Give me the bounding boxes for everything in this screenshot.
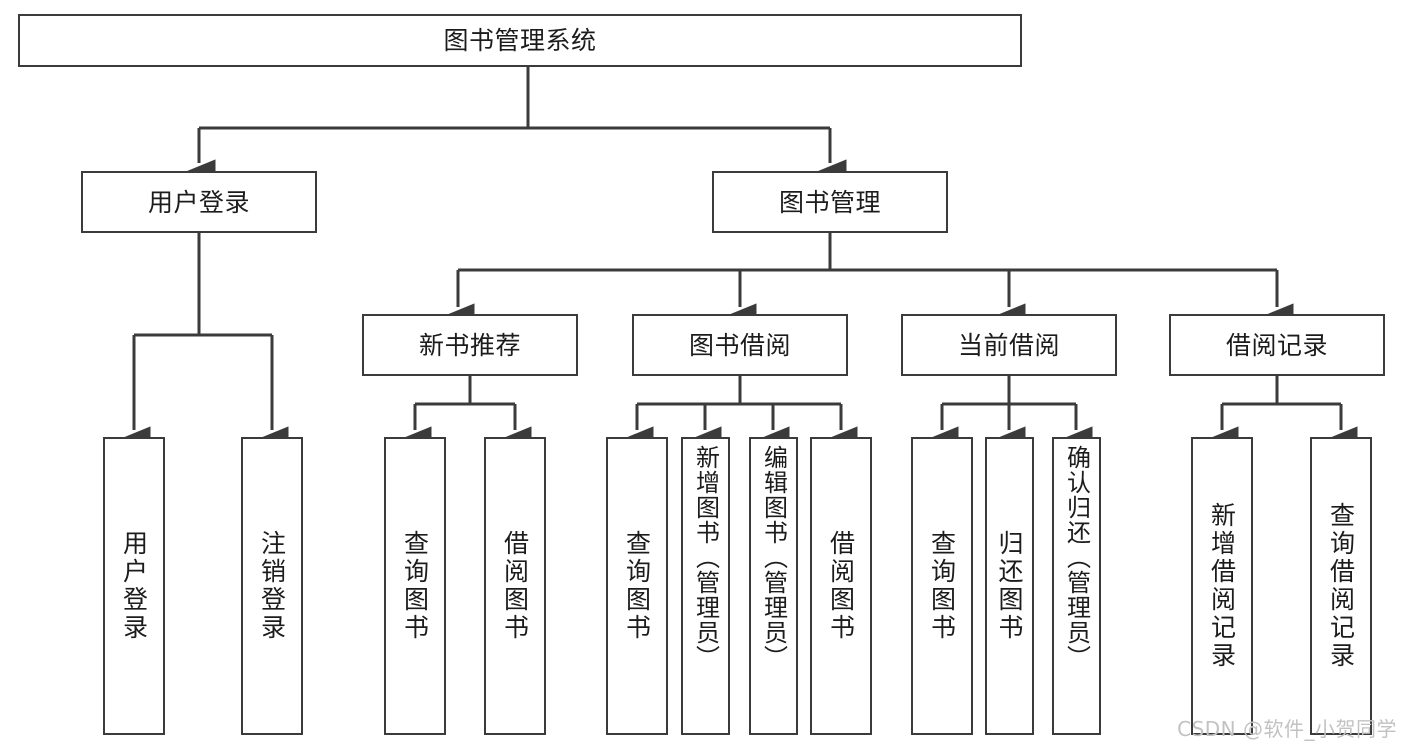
node-leaf-user-login-label: 用户登录 (119, 530, 149, 642)
node-leaf-logout[interactable]: 注销登录 (241, 437, 303, 735)
node-borrow-record-label: 借阅记录 (1225, 330, 1328, 360)
node-leaf-return-book[interactable]: 归还图书 (985, 437, 1034, 735)
node-book-management-label: 图书管理 (778, 187, 881, 217)
node-book-management[interactable]: 图书管理 (712, 171, 948, 233)
node-leaf-logout-label: 注销登录 (257, 530, 287, 642)
node-leaf-query-book-borrow-label: 查询图书 (622, 530, 652, 642)
node-new-book-recommend-label: 新书推荐 (418, 330, 521, 360)
node-root-label: 图书管理系统 (443, 26, 597, 55)
node-leaf-add-borrow-record-label: 新增借阅记录 (1207, 502, 1237, 670)
node-leaf-query-borrow-record-label: 查询借阅记录 (1326, 502, 1356, 670)
node-leaf-add-book-admin[interactable]: 新增图书（管理员） (681, 437, 730, 735)
node-new-book-recommend[interactable]: 新书推荐 (362, 314, 578, 376)
node-leaf-edit-book-admin-label: 编辑图书（管理员） (759, 445, 788, 670)
node-current-borrow-label: 当前借阅 (957, 330, 1060, 360)
node-leaf-query-book-borrow[interactable]: 查询图书 (606, 437, 668, 735)
node-leaf-query-book-new[interactable]: 查询图书 (384, 437, 446, 735)
node-leaf-borrow-book-new-label: 借阅图书 (500, 530, 530, 642)
node-book-borrow-label: 图书借阅 (688, 330, 791, 360)
node-leaf-confirm-return-admin[interactable]: 确认归还（管理员） (1052, 437, 1101, 735)
node-current-borrow[interactable]: 当前借阅 (901, 314, 1117, 376)
node-leaf-add-borrow-record[interactable]: 新增借阅记录 (1191, 437, 1253, 735)
node-root[interactable]: 图书管理系统 (18, 14, 1022, 67)
node-leaf-edit-book-admin[interactable]: 编辑图书（管理员） (749, 437, 798, 735)
node-leaf-return-book-label: 归还图书 (995, 530, 1024, 642)
node-user-login-label: 用户登录 (147, 187, 250, 217)
node-leaf-query-book-new-label: 查询图书 (400, 530, 430, 642)
node-leaf-confirm-return-admin-label: 确认归还（管理员） (1062, 445, 1091, 670)
node-leaf-borrow-book-label: 借阅图书 (826, 530, 856, 642)
node-user-login[interactable]: 用户登录 (81, 171, 317, 233)
node-leaf-query-book-current-label: 查询图书 (927, 530, 957, 642)
node-leaf-borrow-book-new[interactable]: 借阅图书 (484, 437, 546, 735)
node-book-borrow[interactable]: 图书借阅 (632, 314, 848, 376)
node-leaf-query-book-current[interactable]: 查询图书 (911, 437, 973, 735)
node-borrow-record[interactable]: 借阅记录 (1169, 314, 1385, 376)
node-leaf-add-book-admin-label: 新增图书（管理员） (691, 445, 720, 670)
node-leaf-user-login[interactable]: 用户登录 (103, 437, 165, 735)
node-leaf-borrow-book[interactable]: 借阅图书 (810, 437, 872, 735)
node-leaf-query-borrow-record[interactable]: 查询借阅记录 (1310, 437, 1372, 735)
